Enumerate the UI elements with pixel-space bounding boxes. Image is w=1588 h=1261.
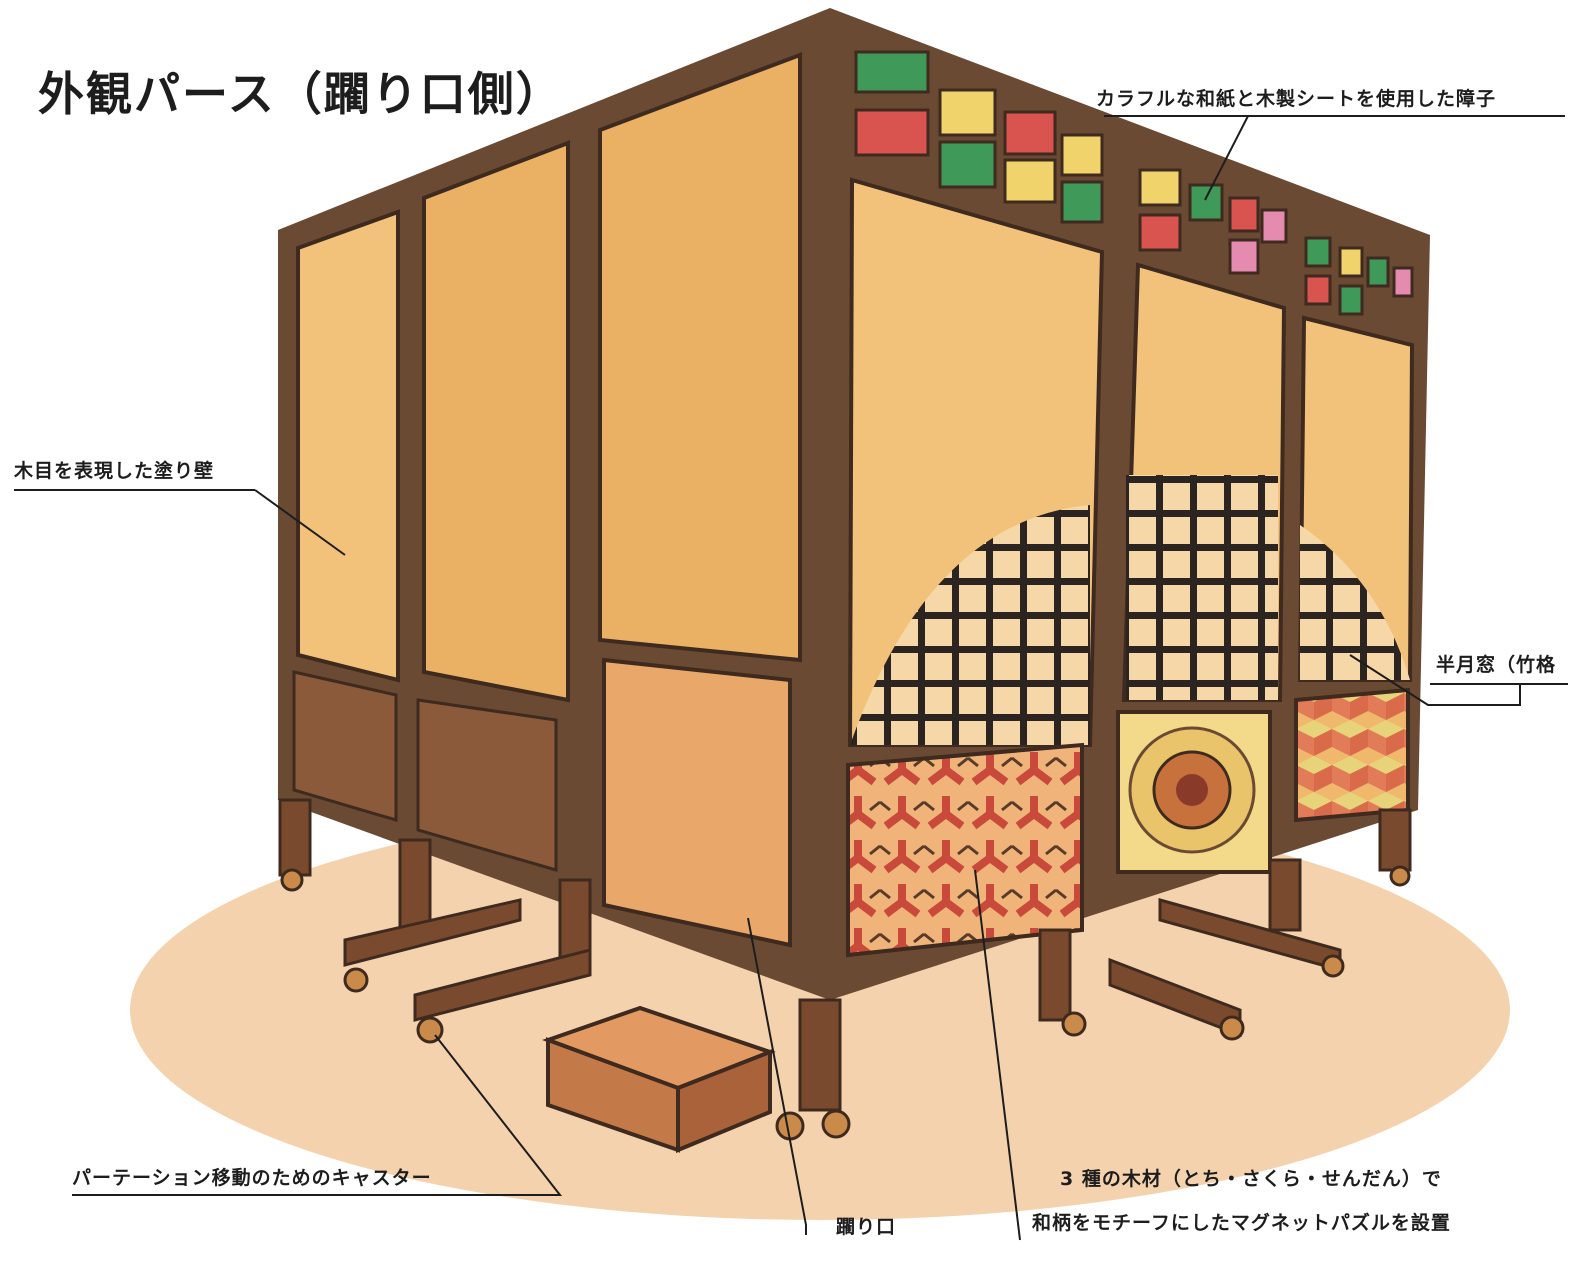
puzzle-asanoha [846,742,1084,958]
annotation-wood-puzzle-line2: 和柄をモチーフにしたマグネットパズルを設置 [1032,1212,1451,1234]
left-panel-3 [598,52,802,663]
annotation-wood-puzzle-line1: 3 種の木材（とち・さくら・せんだん）で [1060,1168,1442,1190]
shoji-top-3 [1304,236,1414,316]
nijiriguchi-door [602,657,792,948]
rings-inner [1176,774,1208,806]
left-board-1 [292,670,398,823]
shoji-top-1 [854,50,1104,224]
page-title: 外観パース（躙り口側） [38,67,564,121]
puzzle-cubes [1294,687,1410,823]
shoji-top-2 [1138,168,1288,275]
left-panel-2 [422,140,570,703]
caster-wheels [280,865,1411,1141]
left-panel-1 [296,209,400,683]
caster-legs [278,798,1412,1112]
annotation-caster: パーテーション移動のためのキャスター [72,1167,432,1189]
step-stool-side [676,1049,772,1153]
leader-lines [14,115,1568,1241]
left-board-2 [416,698,558,872]
annotation-nijiriguchi: 躙り口 [836,1216,897,1238]
annotation-half-moon-window: 半月窓（竹格 [1436,654,1557,676]
half-moon-lattice-2 [1126,475,1278,700]
annotation-shoji: カラフルな和紙と木製シートを使用した障子 [1096,88,1497,110]
annotation-wall: 木目を表現した塗り壁 [14,460,215,482]
